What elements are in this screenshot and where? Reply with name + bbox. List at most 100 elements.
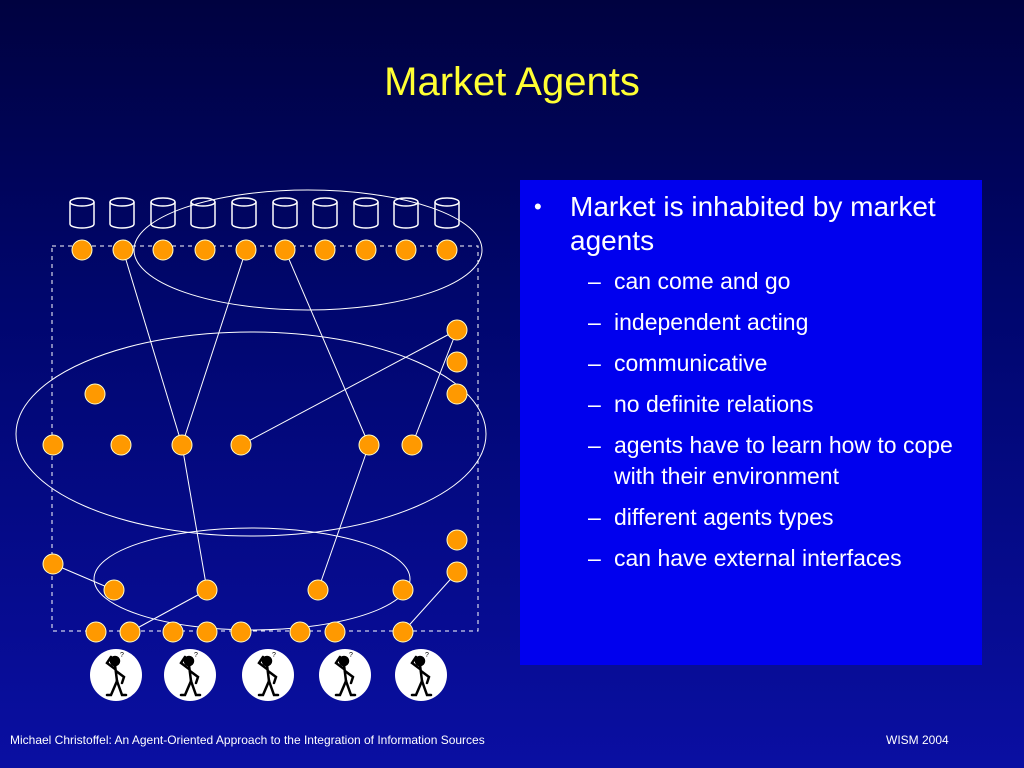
user-figure-icon: ? (90, 649, 142, 701)
user-agent-node (85, 621, 107, 643)
database-row (69, 197, 460, 229)
source-region (133, 189, 483, 311)
connection-line (122, 249, 183, 446)
svg-text:?: ? (120, 652, 124, 659)
connection-line (181, 444, 208, 591)
sub-bullet: – independent acting (588, 307, 974, 338)
agent-node (446, 351, 468, 373)
connection-line (240, 329, 458, 446)
agent-node (103, 579, 125, 601)
sub-bullet-marker: – (588, 545, 601, 571)
main-bullet: • Market is inhabited by market agents (534, 190, 974, 258)
sub-bullet-text: independent acting (614, 309, 809, 335)
sub-bullet: – communicative (588, 348, 974, 379)
database-cylinder-icon (190, 197, 216, 229)
user-figure-icon: ? (319, 649, 371, 701)
wrapper-agent-node (152, 239, 174, 261)
sub-bullet-text: different agents types (614, 504, 834, 530)
database-cylinder-icon (312, 197, 338, 229)
sub-bullet: – no definite relations (588, 389, 974, 420)
user-figure-icon: ? (242, 649, 294, 701)
database-cylinder-icon (69, 197, 95, 229)
connection-line (52, 563, 115, 591)
agent-node (446, 561, 468, 583)
user-agent-node (119, 621, 141, 643)
sub-bullet-marker: – (588, 309, 601, 335)
connection-line (129, 589, 208, 633)
sub-bullet-text: agents have to learn how to cope with th… (614, 432, 953, 489)
connection-line (411, 329, 458, 446)
database-cylinder-icon (109, 197, 135, 229)
connection-line (402, 571, 458, 633)
sub-bullet-text: can have external interfaces (614, 545, 902, 571)
sub-bullet-marker: – (588, 432, 601, 458)
connection-line (181, 249, 247, 446)
sub-bullet: – can come and go (588, 266, 974, 297)
connections (52, 249, 458, 633)
sub-bullet-marker: – (588, 391, 601, 417)
database-cylinder-icon (353, 197, 379, 229)
sub-bullet-marker: – (588, 268, 601, 294)
sub-bullet-text: communicative (614, 350, 768, 376)
sub-bullet-text: can come and go (614, 268, 791, 294)
sub-bullet-text: no definite relations (614, 391, 814, 417)
agent-node (392, 579, 414, 601)
database-cylinder-icon (231, 197, 257, 229)
svg-text:?: ? (349, 652, 353, 659)
sub-bullet-marker: – (588, 350, 601, 376)
agent-node (446, 529, 468, 551)
user-agent-node (289, 621, 311, 643)
agent-node (401, 434, 423, 456)
agent-nodes (42, 239, 468, 643)
wrapper-agent-node (235, 239, 257, 261)
user-figure-icon: ? (164, 649, 216, 701)
user-region (93, 527, 411, 631)
agent-node (230, 434, 252, 456)
user-agent-node (162, 621, 184, 643)
wrapper-agent-node (314, 239, 336, 261)
agent-node (171, 434, 193, 456)
user-agent-node (324, 621, 346, 643)
database-cylinder-icon (272, 197, 298, 229)
database-cylinder-icon (434, 197, 460, 229)
sub-bullet-list: – can come and go – independent acting –… (534, 266, 974, 574)
middle-region (15, 331, 487, 537)
wrapper-agent-node (112, 239, 134, 261)
agent-node (446, 319, 468, 341)
connection-line (284, 249, 370, 446)
wrapper-agent-node (395, 239, 417, 261)
user-agent-node (392, 621, 414, 643)
wrapper-agent-node (71, 239, 93, 261)
agent-node (196, 579, 218, 601)
main-bullet-text: Market is inhabited by market agents (570, 191, 936, 256)
users-row: ? ? ? (90, 649, 447, 701)
agent-node (84, 383, 106, 405)
sub-bullet-marker: – (588, 504, 601, 530)
agent-node (446, 383, 468, 405)
wrapper-agent-node (436, 239, 458, 261)
agent-node (358, 434, 380, 456)
sub-bullet: – agents have to learn how to cope with … (588, 430, 974, 492)
wrapper-agent-node (274, 239, 296, 261)
footer-author: Michael Christoffel: An Agent-Oriented A… (10, 733, 485, 747)
market-boundary (51, 245, 479, 632)
user-agent-node (196, 621, 218, 643)
bullet-marker: • (534, 194, 542, 219)
svg-text:?: ? (425, 652, 429, 659)
agent-node (307, 579, 329, 601)
database-cylinder-icon (150, 197, 176, 229)
database-cylinder-icon (393, 197, 419, 229)
connection-line (317, 444, 370, 591)
wrapper-agent-node (355, 239, 377, 261)
agent-node (42, 553, 64, 575)
user-agent-node (230, 621, 252, 643)
user-figure-icon: ? (395, 649, 447, 701)
agent-node (110, 434, 132, 456)
svg-text:?: ? (272, 652, 276, 659)
bullet-panel: • Market is inhabited by market agents –… (520, 180, 982, 665)
sub-bullet: – can have external interfaces (588, 543, 974, 574)
sub-bullet: – different agents types (588, 502, 974, 533)
slide-title: Market Agents (384, 60, 640, 104)
footer-event: WISM 2004 (886, 733, 949, 747)
